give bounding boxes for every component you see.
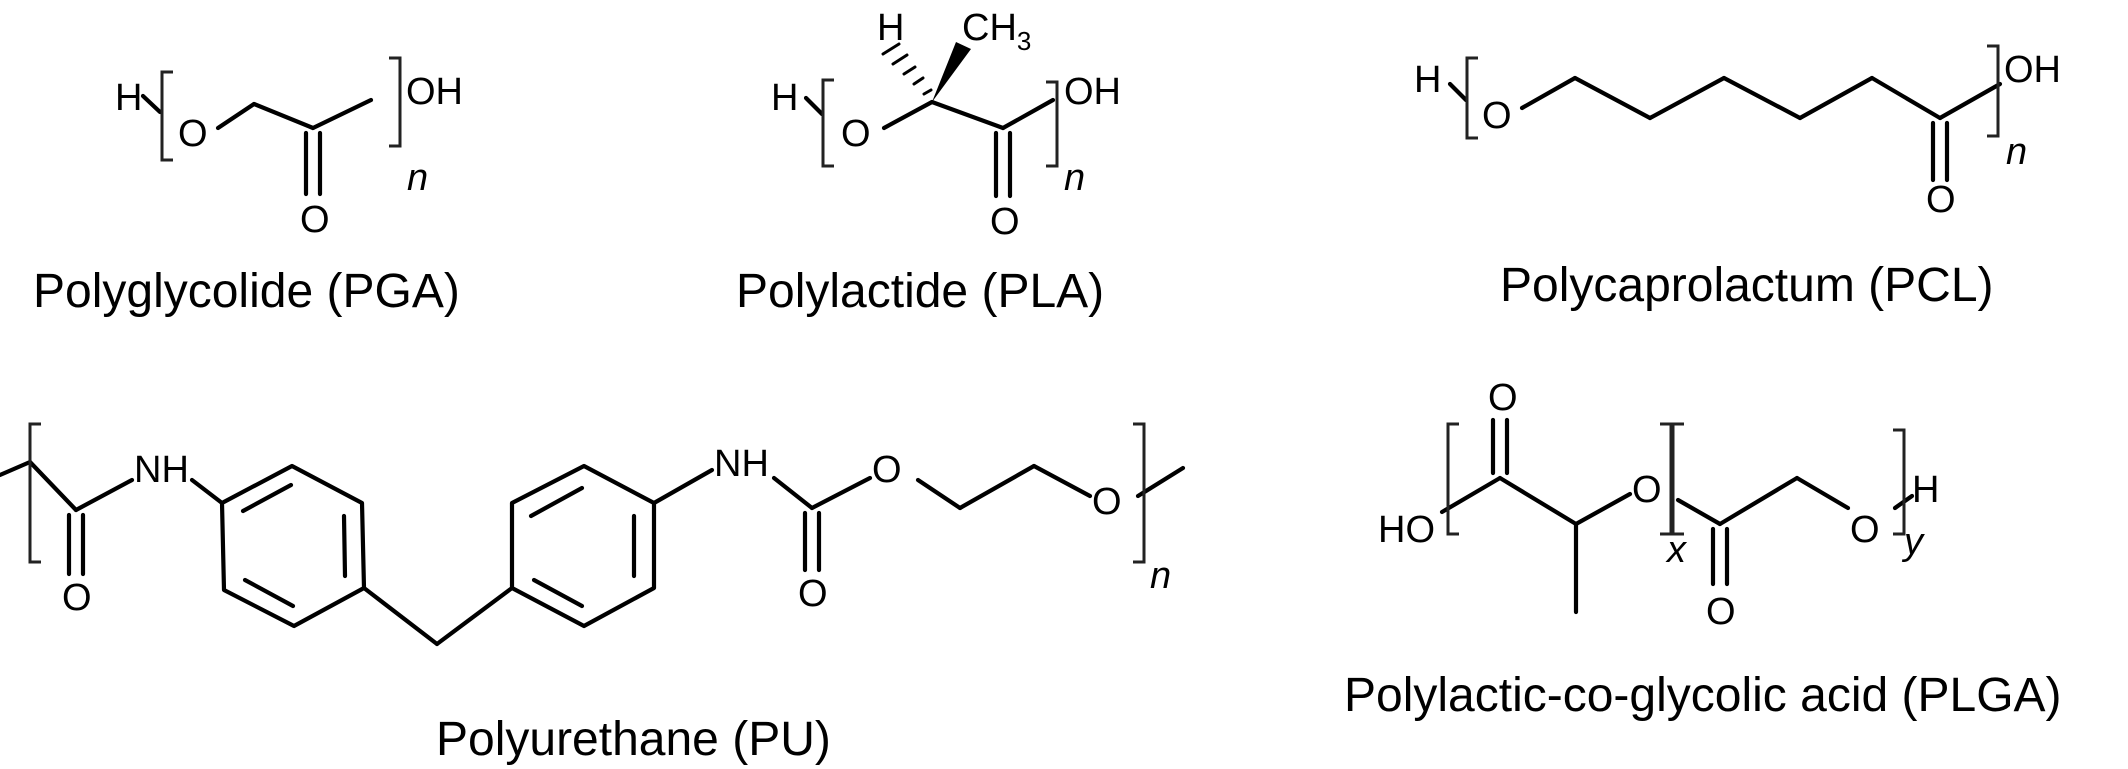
pla-bonds — [803, 95, 1056, 199]
pla-ether-oxygen: O — [841, 113, 871, 155]
pla-hydroxyl: OH — [1064, 71, 1121, 113]
structure-pla: H O OH O H CH3 n Polylactide (PLA) — [736, 7, 1121, 318]
plga-left-bracket-x — [1446, 422, 1459, 536]
pcl-carbonyl-oxygen: O — [1926, 179, 1956, 221]
pu-repeat-index: n — [1150, 555, 1171, 597]
pla-wedge-bond — [932, 42, 971, 102]
pu-right-nh: NH — [714, 443, 769, 485]
plga-index-y: y — [1901, 521, 1925, 563]
pga-caption: Polyglycolide (PGA) — [33, 265, 460, 318]
plga-caption: Polylactic-co-glycolic acid (PLGA) — [1344, 669, 2062, 722]
structure-pcl: H O OH O n Polycaprolactum (PCL) — [1414, 44, 2061, 312]
pga-right-bracket — [389, 56, 402, 148]
structure-pga: H O OH O n Polyglycolide (PGA) — [33, 56, 463, 318]
pga-left-bracket — [160, 70, 173, 162]
plga-right-bracket-x — [1660, 422, 1673, 536]
pla-hash-bond — [881, 42, 933, 96]
pga-repeat-index: n — [407, 157, 428, 199]
plga-ester-oxygen: O — [1632, 469, 1662, 511]
pga-carbonyl-oxygen: O — [300, 199, 330, 241]
pu-right-carbonyl-oxygen: O — [798, 573, 828, 615]
plga-left-bracket-y — [1671, 422, 1684, 536]
plga-index-x: x — [1665, 529, 1688, 571]
pcl-caption: Polycaprolactum (PCL) — [1500, 259, 1994, 312]
pla-stereo-h: H — [877, 7, 904, 49]
pcl-bonds — [1447, 75, 2003, 183]
pga-hydroxyl: OH — [406, 71, 463, 113]
pla-h-atom: H — [771, 77, 798, 119]
pla-caption: Polylactide (PLA) — [736, 265, 1104, 318]
pu-ether-oxygen: O — [1092, 481, 1122, 523]
pu-left-carbonyl-oxygen: O — [62, 577, 92, 619]
pu-bonds — [0, 459, 1186, 647]
pla-methyl-group: CH3 — [962, 7, 1031, 56]
pcl-left-bracket — [1465, 56, 1478, 140]
plga-right-bracket-y — [1893, 428, 1906, 536]
pu-left-bracket — [28, 422, 41, 564]
plga-h-atom: H — [1912, 469, 1939, 511]
structure-plga: HO O O O O H x y Polylactic-co-glycolic … — [1344, 377, 2062, 722]
plga-bonds — [1439, 417, 1915, 615]
pga-h-atom: H — [115, 77, 142, 119]
plga-carbonyl-oxygen-top: O — [1488, 377, 1518, 419]
pcl-ether-oxygen: O — [1482, 95, 1512, 137]
pcl-hydroxyl: OH — [2004, 49, 2061, 91]
pga-ether-oxygen: O — [178, 113, 208, 155]
plga-end-oxygen: O — [1850, 509, 1880, 551]
pcl-h-atom: H — [1414, 59, 1441, 101]
pu-ester-oxygen: O — [872, 449, 902, 491]
pcl-right-bracket — [1987, 44, 2000, 138]
pu-right-bracket — [1133, 422, 1146, 564]
pcl-repeat-index: n — [2006, 131, 2027, 173]
pga-bonds — [140, 93, 374, 197]
pla-left-bracket — [821, 78, 834, 168]
pla-repeat-index: n — [1064, 157, 1085, 199]
pla-right-bracket — [1046, 80, 1059, 168]
pla-carbonyl-oxygen: O — [990, 201, 1020, 243]
pu-left-nh: NH — [134, 449, 189, 491]
pu-caption: Polyurethane (PU) — [436, 713, 831, 766]
structure-pu: NH O NH O O O n Polyurethane (PU) — [0, 422, 1186, 766]
plga-carbonyl-oxygen-bottom: O — [1706, 591, 1736, 633]
plga-hydroxyl: HO — [1378, 509, 1435, 551]
